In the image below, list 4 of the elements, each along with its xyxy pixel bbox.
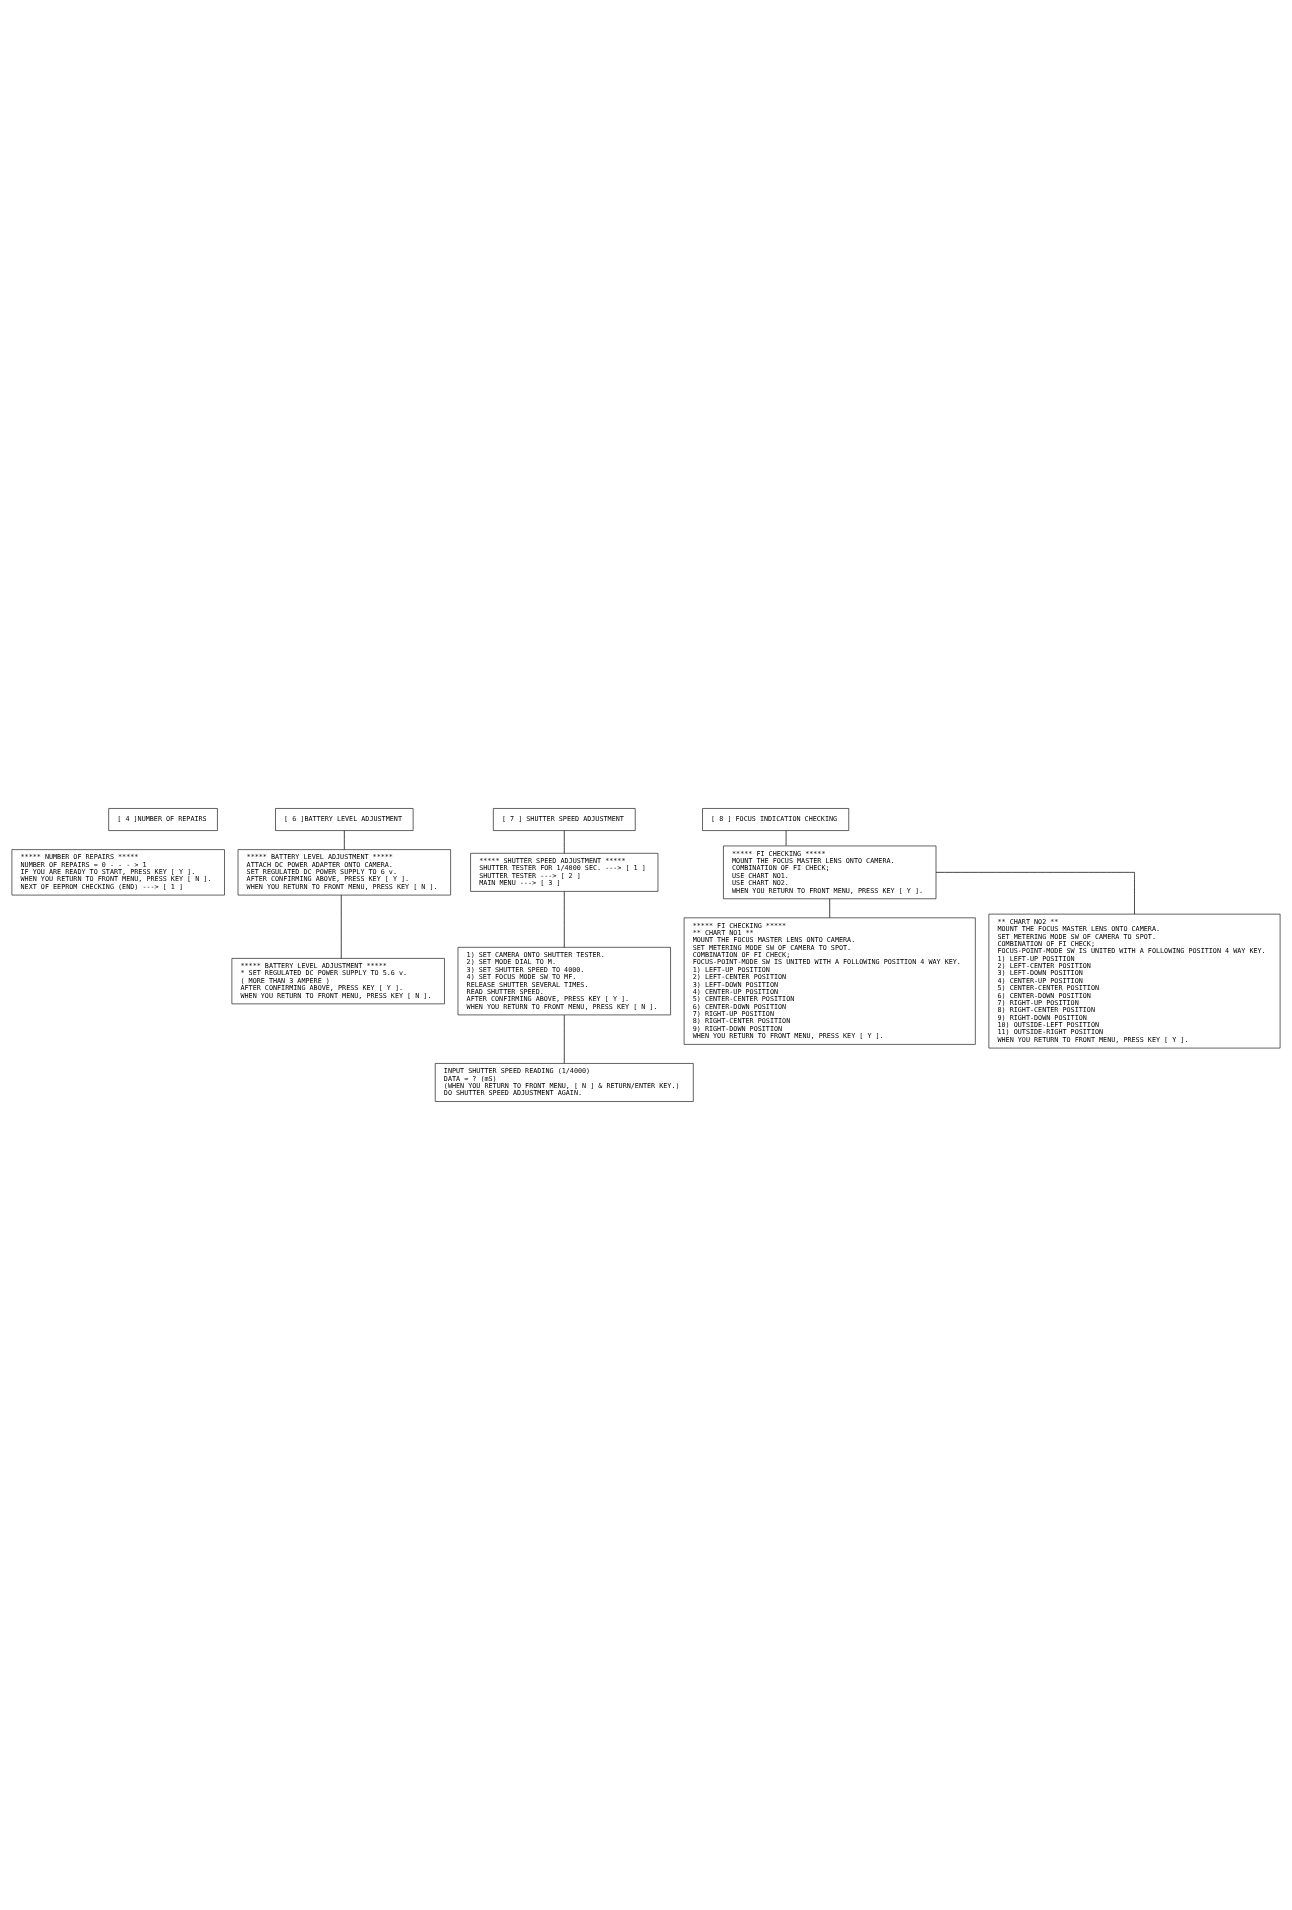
connector <box>935 872 1135 915</box>
connector <box>343 830 345 850</box>
connector <box>829 898 831 918</box>
connector <box>563 891 565 948</box>
